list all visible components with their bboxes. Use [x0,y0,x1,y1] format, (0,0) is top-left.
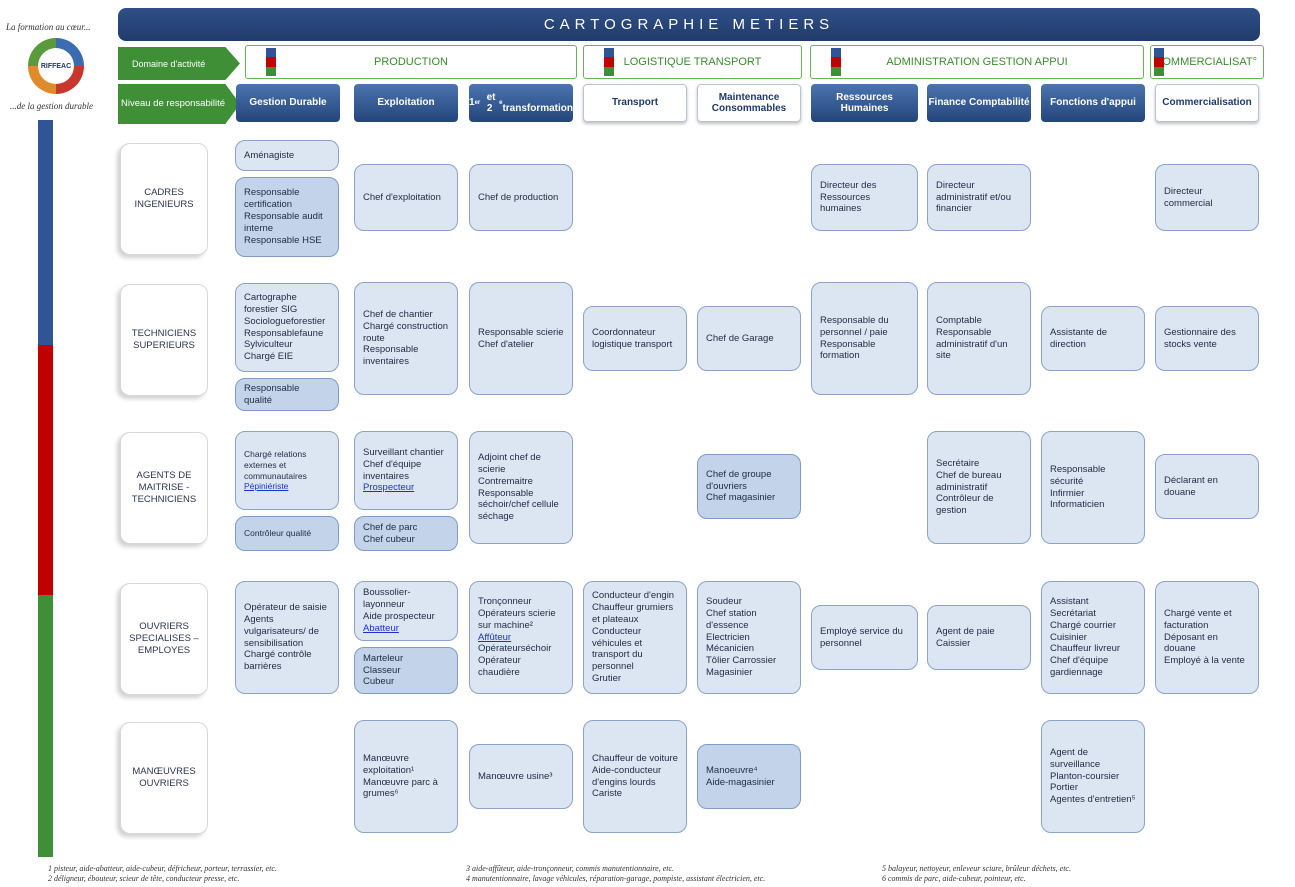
col-finance: Finance Comptabilité [927,84,1031,122]
col-commercialisation: Commercialisation [1155,84,1259,122]
card-directeur-rh: Directeur des Ressources humaines [811,164,918,231]
domain-logistique: LOGISTIQUE TRANSPORT [583,45,802,79]
card-employe-service-personnel: Employé service du personnel [811,605,918,670]
page-title: CARTOGRAPHIE METIERS [118,8,1260,41]
level-label: Niveau de responsabilité [118,84,240,124]
bar-red [38,345,53,595]
card-amenagiste: Aménagiste [235,140,339,171]
logo-tagline-top: La formation au cœur... [6,22,91,32]
card-agent-surveillance: Agent de surveillance Planton-coursier P… [1041,720,1145,833]
card-responsable-qualite: Responsable qualité [235,378,339,411]
card-chef-production: Chef de production [469,164,573,231]
card-manoeuvre-magasinier: Manoeuvre⁴ Aide-magasinier [697,744,801,809]
card-chef-chantier: Chef de chantier Chargé construction rou… [354,282,458,395]
logo-name: RIFFEAC [38,48,74,84]
footnote-1-2: 1 pisteur, aide-abatteur, aide-cubeur, d… [48,864,277,883]
domain-administration: ADMINISTRATION GESTION APPUI [810,45,1144,79]
link-pepinieriste[interactable]: Pépiniériste [244,481,289,492]
domain-logistique-label: LOGISTIQUE TRANSPORT [623,56,762,68]
card-chef-garage: Chef de Garage [697,306,801,371]
card-cartographe: Cartographe forestier SIG Sociologuefore… [235,283,339,372]
row-manoeuvres: MANŒUVRES OUVRIERS [120,722,208,834]
card-directeur-commercial: Directeur commercial [1155,164,1259,231]
card-charge-vente: Chargé vente et facturation Déposant en … [1155,581,1259,694]
card-assistante-direction: Assistante de direction [1041,306,1145,371]
flag-icon [604,48,614,76]
card-charge-relations: Chargé relations externes et communautai… [235,431,339,510]
flag-icon [266,48,276,76]
col-exploitation: Exploitation [354,84,458,122]
card-responsable-personnel: Responsable du personnel / paie Responsa… [811,282,918,395]
domain-production-label: PRODUCTION [374,56,448,68]
col-ressources-humaines: Ressources Humaines [811,84,918,122]
col-maintenance: Maintenance Consommables [697,84,801,122]
row-agents: AGENTS DE MAITRISE - TECHNICIENS [120,432,208,544]
footnote-5-6: 5 balayeur, nettoyeur, enleveur sciure, … [882,864,1071,883]
domain-commercialisation-label: COMMERCIALISAT° [1154,56,1257,68]
card-marteleur: Marteleur Classeur Cubeur [354,647,458,694]
bar-blue [38,120,53,345]
card-responsable-scierie: Responsable scierie Chef d'atelier [469,282,573,395]
link-abatteur[interactable]: Abatteur [363,622,399,634]
card-directeur-administratif: Directeur administratif et/ou financier [927,164,1031,231]
card-secretaire: Secrétaire Chef de bureau administratif … [927,431,1031,544]
col-fonctions-appui: Fonctions d'appui [1041,84,1145,122]
logo-tagline-bottom: ...de la gestion durable [10,101,93,111]
card-declarant-douane: Déclarant en douane [1155,454,1259,519]
domain-commercialisation: COMMERCIALISAT° [1150,45,1264,79]
bar-green [38,595,53,857]
row-cadres: CADRES INGENIEURS [120,143,208,255]
card-manoeuvre-exploitation: Manœuvre exploitation¹ Manœuvre parc à g… [354,720,458,833]
card-manoeuvre-usine: Manœuvre usine³ [469,744,573,809]
card-responsable-certification: Responsable certification Responsable au… [235,177,339,257]
card-assistant-secretariat: Assistant Secrétariat Chargé courrier Cu… [1041,581,1145,694]
card-chef-groupe-ouvriers: Chef de groupe d'ouvriers Chef magasinie… [697,454,801,519]
footnote-3-4: 3 aide-affûteur, aide-tronçonneur, commi… [466,864,766,883]
card-soudeur: Soudeur Chef station d'essence Electrici… [697,581,801,694]
link-affuteur[interactable]: Affûteur [478,631,512,643]
row-techniciens: TECHNICIENS SUPERIEURS [120,284,208,396]
card-surveillant-chantier: Surveillant chantier Chef d'équipe inven… [354,431,458,510]
card-operateur-saisie: Opérateur de saisie Agents vulgarisateur… [235,581,339,694]
flag-icon [831,48,841,76]
card-conducteur-engin: Conducteur d'engin Chauffeur grumiers et… [583,581,687,694]
card-gestionnaire-stocks: Gestionnaire des stocks vente [1155,306,1259,371]
row-ouvriers: OUVRIERS SPECIALISES – EMPLOYES [120,583,208,695]
card-adjoint-chef-scierie: Adjoint chef de scierie Contremaitre Res… [469,431,573,544]
domain-administration-label: ADMINISTRATION GESTION APPUI [886,56,1068,68]
card-chauffeur-voiture: Chauffeur de voiture Aide-conducteur d'e… [583,720,687,833]
card-agent-paie: Agent de paie Caissier [927,605,1031,670]
flag-icon [1154,48,1164,76]
card-tronconneur: Tronçonneur Opérateurs scierie sur machi… [469,581,573,694]
card-responsable-securite: Responsable sécurité Infirmier Informati… [1041,431,1145,544]
card-controleur-qualite: Contrôleur qualité [235,516,339,551]
domain-production: PRODUCTION [245,45,577,79]
col-gestion-durable: Gestion Durable [236,84,340,122]
card-comptable: Comptable Responsable administratif d'un… [927,282,1031,395]
card-chef-parc: Chef de parc Chef cubeur [354,516,458,551]
card-chef-exploitation: Chef d'exploitation [354,164,458,231]
col-transport: Transport [583,84,687,122]
domain-label: Domaine d'activité [118,47,240,80]
card-coordonnateur-logistique: Coordonnateur logistique transport [583,306,687,371]
link-prospecteur[interactable]: Prospecteur [363,482,415,494]
